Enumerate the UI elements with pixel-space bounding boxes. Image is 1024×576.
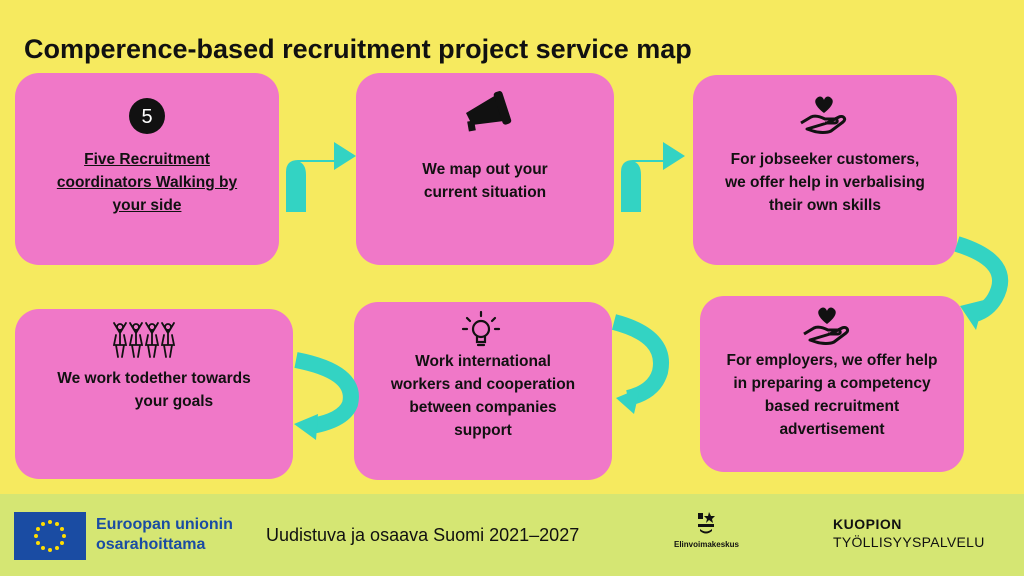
card-line: we offer help in verbalising <box>725 174 925 191</box>
kuopio-line2: TYÖLLISYYSPALVELU <box>833 534 985 550</box>
card-line: their own skills <box>769 197 881 214</box>
card-line: your side <box>112 197 182 214</box>
card-line: your goals <box>134 393 214 410</box>
card-line: Five Recruitment <box>84 151 210 168</box>
card-line: support <box>454 422 512 439</box>
heart-hand-icon <box>800 96 847 134</box>
elinvoimakeskus-text: Elinvoimakeskus <box>674 540 739 549</box>
lightbulb-icon <box>461 310 501 347</box>
page-title: Comperence-based recruitment project ser… <box>24 34 692 64</box>
card-international: Work international workers and cooperati… <box>354 302 612 480</box>
card-map-situation: We map out your current situation <box>356 73 614 265</box>
card-jobseekers: For jobseeker customers, we offer help i… <box>693 75 957 265</box>
footer-bar: Euroopan unionin osarahoittama Uudistuva… <box>0 494 1024 576</box>
svg-text:5: 5 <box>141 106 152 128</box>
card-line: based recruitment <box>764 398 900 415</box>
card-line: Work international <box>415 353 551 370</box>
arrow-card5-to-card6 <box>294 352 359 434</box>
card-coordinators: 5 Five Recruitment coordinators Walking … <box>15 73 279 265</box>
card-line: We map out your <box>422 161 548 178</box>
megaphone-icon <box>466 91 512 132</box>
eu-funding-line2: osarahoittama <box>96 536 206 553</box>
card-line: in preparing a competency <box>733 375 931 392</box>
card-line: advertisement <box>779 421 885 438</box>
arrow-card2-to-card3 <box>621 142 685 212</box>
elinvoimakeskus-logo-icon <box>698 512 715 534</box>
people-cheering-icon <box>112 322 176 358</box>
card-line: coordinators Walking by <box>56 174 238 191</box>
card-line: workers and cooperation <box>390 376 576 393</box>
card-together: We work todether towards your goals <box>15 309 293 479</box>
card-line: For jobseeker customers, <box>730 151 920 168</box>
arrow-card1-to-card2 <box>286 142 356 212</box>
arrow-card3-to-card4 <box>954 236 1008 322</box>
card-line: current situation <box>423 184 547 201</box>
card-employers: For employers, we offer help in preparin… <box>700 296 964 472</box>
card-line: between companies <box>409 399 557 416</box>
number-five-circle-icon: 5 <box>129 98 165 134</box>
kuopio-line1: KUOPION <box>833 516 902 532</box>
eu-funding-line1: Euroopan unionin <box>96 516 233 533</box>
card-line: For employers, we offer help <box>726 352 938 369</box>
program-name: Uudistuva ja osaava Suomi 2021–2027 <box>266 525 580 545</box>
arrow-card4-to-card5 <box>611 314 669 406</box>
eu-flag-icon <box>14 512 86 560</box>
card-line: We work todether towards <box>57 370 251 387</box>
heart-hand-icon <box>803 307 850 345</box>
